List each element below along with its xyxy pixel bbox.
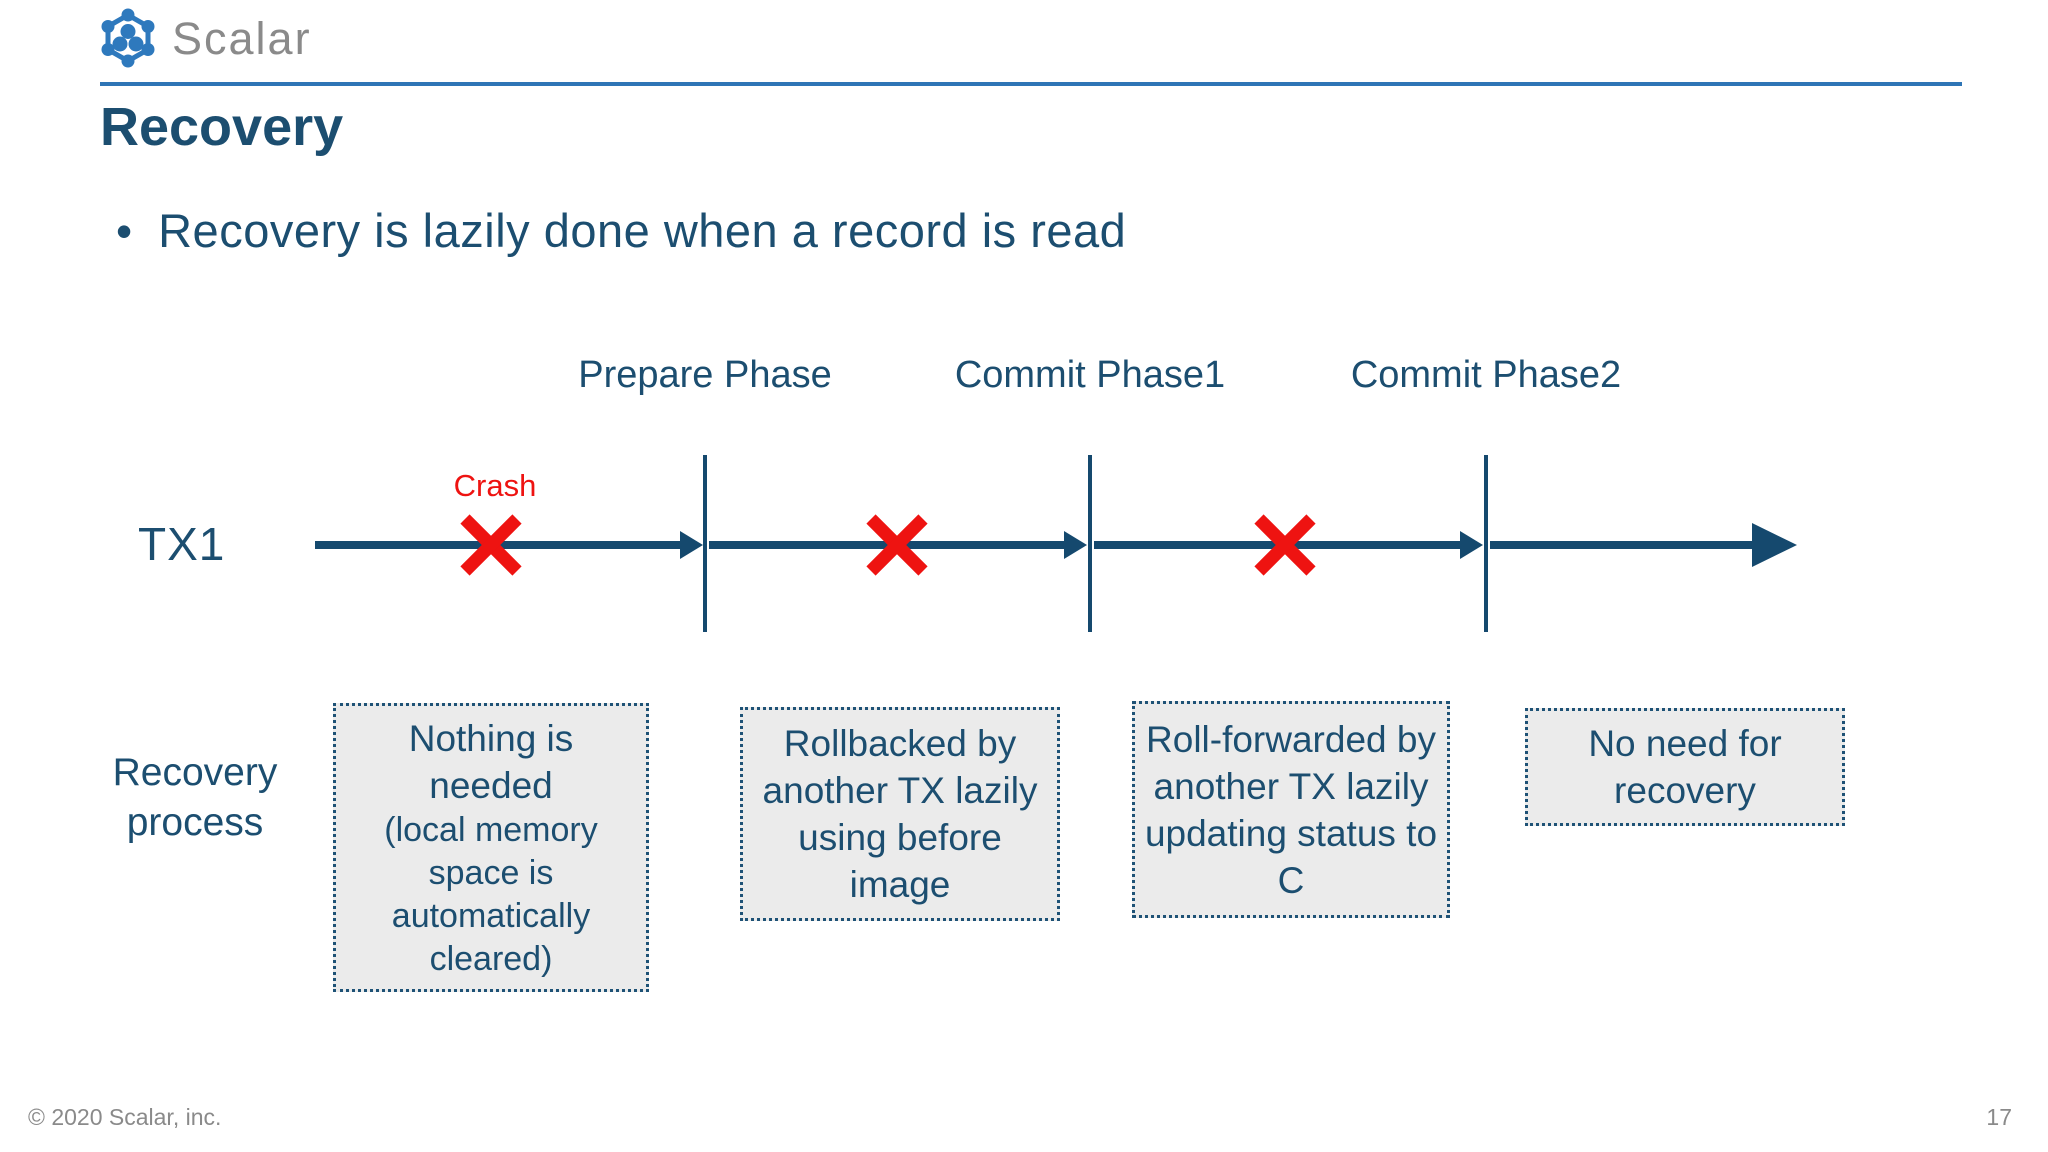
recovery-process-label: Recovery process bbox=[112, 751, 278, 844]
copyright-text: © 2020 Scalar, inc. bbox=[28, 1104, 222, 1130]
crash-x-icon-1 bbox=[460, 514, 522, 576]
header-divider bbox=[100, 82, 1962, 86]
scalar-logo-icon bbox=[101, 8, 155, 68]
recovery-box-rollforward: Roll-forwarded by another TX lazily upda… bbox=[1132, 701, 1450, 918]
tx1-label: TX1 bbox=[138, 518, 226, 570]
recovery-box-main-text: No need for recovery bbox=[1588, 723, 1782, 811]
page-number: 17 bbox=[1986, 1104, 2012, 1130]
bullet-marker: • bbox=[116, 205, 133, 257]
recovery-box-main-text: Nothing is needed bbox=[408, 717, 574, 806]
crash-label: Crash bbox=[453, 468, 537, 503]
recovery-box-no-need: No need for recovery bbox=[1525, 708, 1845, 826]
arrowhead-3 bbox=[1460, 531, 1483, 559]
logo-wordmark: Scalar bbox=[172, 13, 312, 64]
arrowhead-2 bbox=[1064, 531, 1087, 559]
phase-label-prepare: Prepare Phase bbox=[578, 354, 832, 396]
recovery-box-main-text: Roll-forwarded by another TX lazily upda… bbox=[1144, 718, 1438, 901]
phase-label-commit1: Commit Phase1 bbox=[954, 354, 1226, 396]
recovery-box-main-text: Rollbacked by another TX lazily using be… bbox=[762, 723, 1038, 905]
recovery-box-sub-text: (local memory space is automatically cle… bbox=[384, 810, 598, 978]
page-title: Recovery bbox=[100, 97, 344, 157]
crash-x-icon-3 bbox=[1254, 514, 1316, 576]
arrowhead-1 bbox=[680, 531, 703, 559]
recovery-box-rollback: Rollbacked by another TX lazily using be… bbox=[740, 707, 1060, 921]
arrowhead-end bbox=[1752, 523, 1797, 567]
recovery-box-nothing-needed: Nothing is needed (local memory space is… bbox=[333, 703, 649, 992]
bullet-text: Recovery is lazily done when a record is… bbox=[158, 204, 1127, 257]
crash-x-icon-2 bbox=[866, 514, 928, 576]
bullet-line: • Recovery is lazily done when a record … bbox=[116, 200, 1126, 262]
phase-label-commit2: Commit Phase2 bbox=[1350, 354, 1622, 396]
